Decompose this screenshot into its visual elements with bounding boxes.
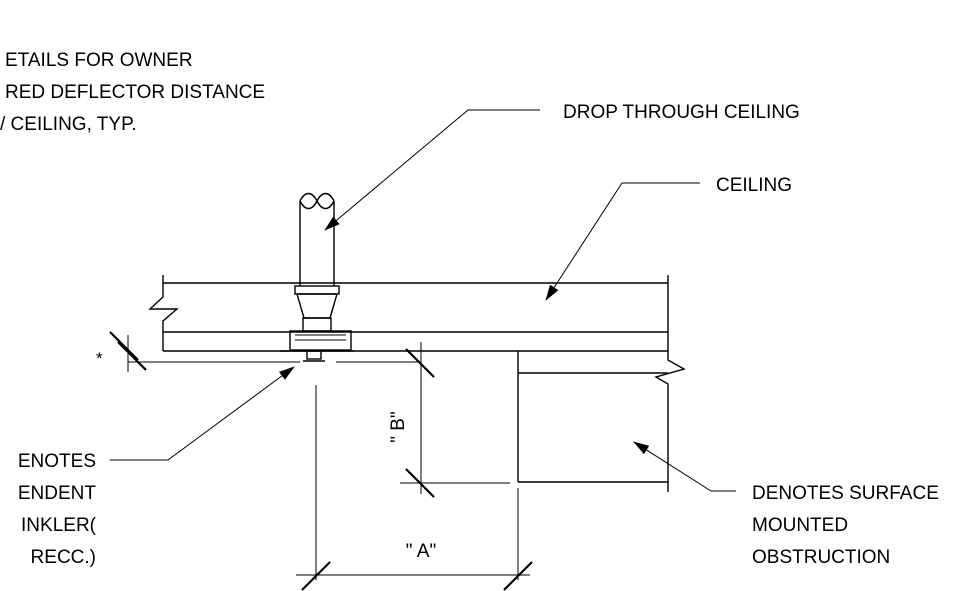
obstruction-note-line-2: MOUNTED [752,515,848,536]
drop-ceiling-label: DROP THROUGH CEILING [563,102,800,123]
pendent-note-line-2: ENDENT [18,483,97,504]
obstruction-note-line-3: OBSTRUCTION [752,547,890,568]
asterisk-label: * [96,349,103,368]
top-left-note-line-1: ETAILS FOR OWNER [5,50,193,71]
dimension-a-label: " A" [406,541,436,562]
pipe-fitting [294,285,340,332]
leader-drop-ceiling [324,109,540,231]
tick-mark [405,468,435,498]
tick-mark [405,348,435,378]
leader-obstruction [633,441,736,492]
tick-mark [301,561,331,591]
pendent-note-line-4: RECC.) [31,547,96,568]
top-left-note-line-2: RED DEFLECTOR DISTANCE [5,82,265,103]
pendent-sprinkler [280,330,354,362]
surface-mounted-obstruction [517,351,686,492]
dimension-b-label: " B" [388,411,409,442]
ceiling [148,275,669,352]
sprinkler-pipe [299,192,335,286]
leader-ceiling [545,182,700,301]
leader-pendent [110,366,295,461]
tick-mark [117,341,147,371]
top-left-note-line-3: / CEILING, TYP. [0,114,137,135]
pendent-note-line-3: INKLER( [21,515,97,536]
obstruction-note-line-1: DENOTES SURFACE [752,483,939,504]
ceiling-label: CEILING [716,175,792,196]
tick-mark [109,331,139,361]
pendent-note-line-1: ENOTES [18,451,96,472]
tick-mark [503,561,533,591]
